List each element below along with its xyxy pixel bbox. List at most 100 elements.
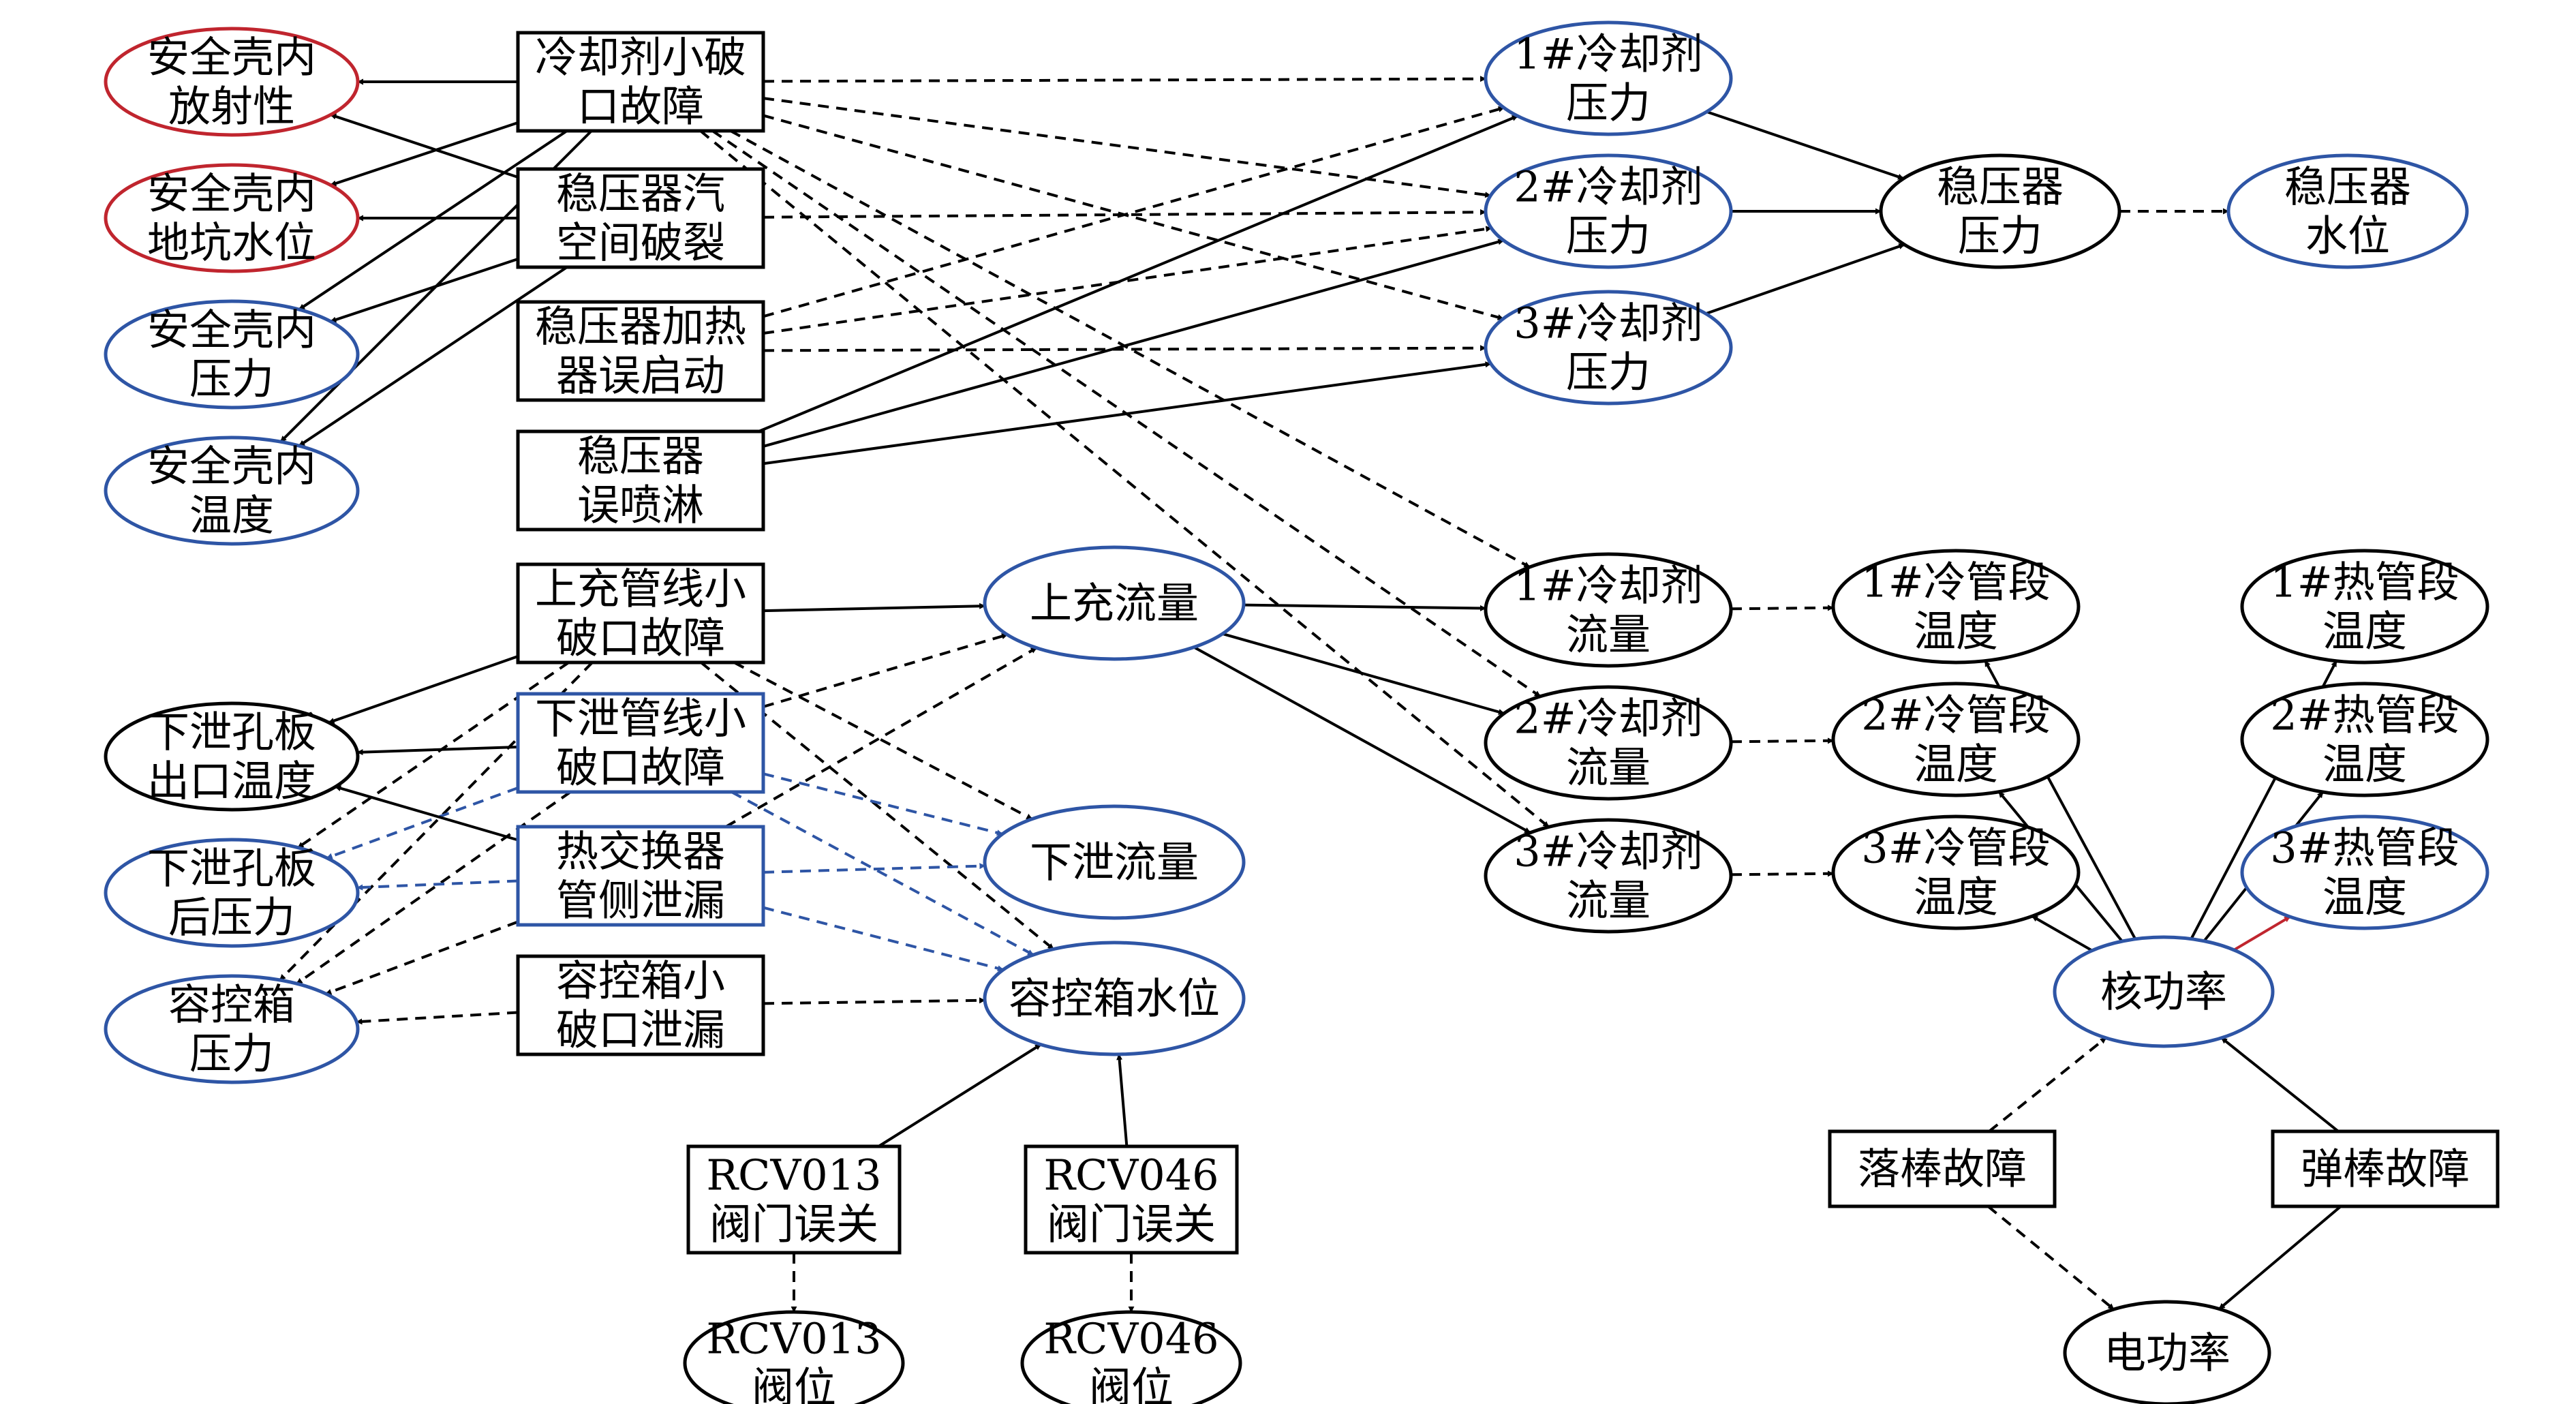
n_wendu-label-line-1: 安全壳内 — [147, 442, 316, 491]
n_xxkb_wd-label-line-2: 出口温度 — [147, 757, 316, 806]
f_lbgz-outline — [1828, 1129, 2057, 1208]
n_xxll-label-line-1: 下泄流量 — [1030, 838, 1199, 887]
n_dikeng-outline — [104, 163, 360, 273]
edge-f_wyqq-to-n_wendu — [298, 266, 568, 447]
n_c1-outline — [1831, 549, 2081, 665]
edge-f_rkx-to-n_rkx_yl — [356, 1011, 519, 1025]
n_c3-label-line-1: 3#冷管段 — [1861, 823, 2050, 873]
n_c3-outline — [1831, 814, 2081, 930]
f_rkx-outline — [516, 954, 765, 1056]
n_h2-label-line-2: 温度 — [2322, 739, 2407, 789]
edge-f_rjhq-to-n_scll — [725, 646, 1038, 828]
edge-n_scll-to-n_q1 — [1243, 603, 1486, 611]
edge-f_scgx-to-n_xxll — [733, 661, 1033, 821]
n_rkx_yl-label-line-2: 压力 — [189, 1029, 274, 1079]
edge-f_lqjxpk-to-n_p1 — [763, 76, 1486, 83]
edge-f_xxgx-to-n_xxkb_yl — [326, 787, 519, 859]
f_rjhq-outline — [516, 825, 765, 927]
edge-f_rcv046-to-n_rkx_sw — [1116, 1054, 1129, 1147]
f_rjhq-label-line-1: 热交换器 — [556, 827, 725, 876]
param-node-n_xxll: 下泄流量 — [983, 804, 1246, 920]
edge-f_scgx-to-n_xxkb_wd — [328, 655, 519, 724]
f_rcv046-label-line-1: RCV046 — [1043, 1150, 1218, 1200]
n_wyq_yl-label-line-2: 压力 — [1958, 211, 2042, 261]
edge-f_xxgx-to-n_xxll — [763, 772, 1003, 836]
f_wyqjr-label-line-2: 器误启动 — [556, 351, 725, 401]
n_rcv046-label-line-2: 阀位 — [1089, 1363, 1174, 1404]
f_wyqjr-label-line-1: 稳压器加热 — [535, 302, 746, 352]
n_rcv013-outline — [683, 1310, 905, 1404]
edge-f_wyqq-to-n_fangshe — [330, 113, 519, 179]
param-node-n_dgl: 电功率 — [2063, 1300, 2271, 1404]
edge-f_rjhq-to-n_rkx_yl — [325, 920, 519, 996]
fault-box-f_dbgz: 弹棒故障 — [2271, 1129, 2500, 1208]
n_wyq_yl-label-line-1: 稳压器 — [1937, 162, 2064, 212]
f_wyqq-label-line-2: 空间破裂 — [556, 218, 725, 268]
n_p2-outline — [1484, 153, 1733, 269]
edge-f_rjhq-to-n_rkx_sw — [763, 906, 1004, 972]
n_xxkb_yl-outline — [104, 838, 360, 948]
edge-f_dbgz-to-n_dgl — [2218, 1205, 2342, 1311]
n_p2-label-line-2: 压力 — [1566, 211, 1651, 261]
n_fangshe-label-line-1: 安全壳内 — [147, 33, 316, 82]
n_yali-label-line-1: 安全壳内 — [147, 305, 316, 355]
f_wyqq-outline — [516, 167, 765, 269]
n_yali-label-line-2: 压力 — [189, 354, 274, 404]
n_h3-label-line-1: 3#热管段 — [2270, 823, 2459, 873]
f_lqjxpk-label-line-2: 口故障 — [577, 82, 704, 132]
param-node-n_hgl: 核功率 — [2053, 935, 2275, 1048]
f_rkx-label-line-1: 容控箱小 — [556, 956, 725, 1006]
n_wendu-outline — [104, 436, 360, 546]
n_q3-label-line-2: 流量 — [1566, 876, 1651, 926]
n_rkx_sw-label-line-1: 容控箱水位 — [1009, 974, 1220, 1024]
n_fangshe-label-line-2: 放射性 — [168, 82, 295, 132]
edge-f_wyqjr-to-n_p3 — [763, 345, 1486, 352]
edge-f_lqjxpk-to-n_yali — [298, 129, 568, 311]
n_q1-label-line-2: 流量 — [1566, 610, 1651, 660]
f_lbgz-label-line-1: 落棒故障 — [1858, 1144, 2027, 1194]
n_xxkb_wd-label-line-1: 下泄孔板 — [147, 707, 316, 757]
edge-f_wyqpl-to-n_p1 — [758, 115, 1518, 433]
edge-f_lbgz-to-n_hgl — [1988, 1037, 2107, 1133]
edge-f_rkx-to-n_rkx_sw — [763, 997, 986, 1005]
n_c3-label-line-2: 温度 — [1914, 872, 1998, 922]
n_q3-outline — [1484, 818, 1733, 934]
n_c2-label-line-2: 温度 — [1914, 739, 1998, 789]
edge-n_hgl-to-n_c3 — [2031, 915, 2093, 952]
n_q2-outline — [1484, 685, 1733, 801]
f_dbgz-label-line-1: 弹棒故障 — [2301, 1144, 2470, 1194]
edge-f_wyqpl-to-n_p2 — [763, 239, 1505, 448]
f_wyqjr-outline — [516, 300, 765, 402]
f_dbgz-outline — [2271, 1129, 2500, 1208]
f_xxgx-label-line-1: 下泄管线小 — [535, 694, 746, 744]
f_scgx-label-line-1: 上充管线小 — [535, 564, 746, 614]
n_wyq_yl-outline — [1879, 153, 2121, 269]
f_scgx-label-line-2: 破口故障 — [556, 613, 725, 663]
n_wyq_sw-label-line-2: 水位 — [2305, 211, 2390, 261]
n_rkx_yl-label-line-1: 容控箱 — [168, 980, 295, 1030]
n_c2-label-line-1: 2#冷管段 — [1861, 690, 2050, 740]
f_lqjxpk-outline — [516, 31, 765, 133]
n_q2-label-line-2: 流量 — [1566, 743, 1651, 793]
